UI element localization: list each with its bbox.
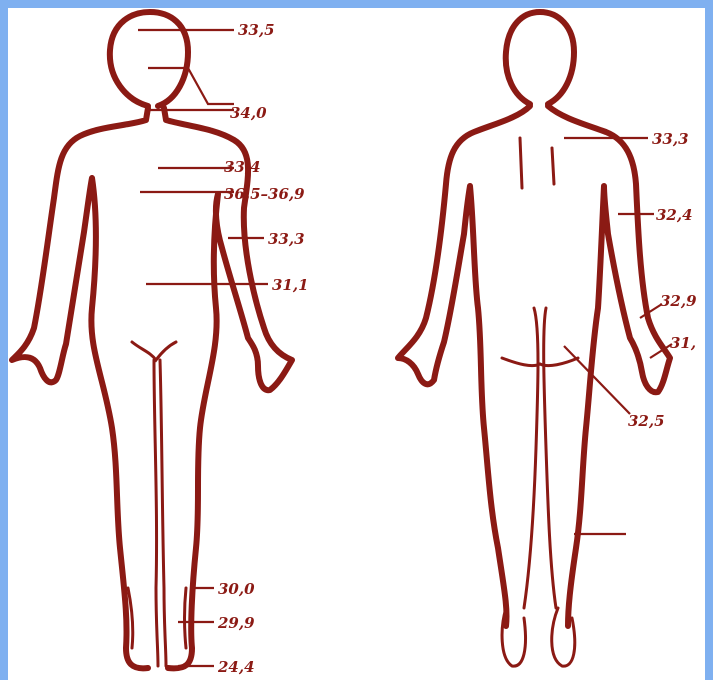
back-buttocks	[502, 358, 578, 366]
label-abdomen: 31,1	[272, 276, 309, 294]
label-chest: 33,4	[224, 158, 261, 176]
back-right-outline	[548, 106, 670, 626]
front-head	[110, 12, 188, 106]
front-inner-legs	[154, 360, 166, 666]
back-head	[506, 12, 574, 104]
back-figure: 33,3 32,4 32,9 31, 32,5	[398, 12, 697, 666]
label-shin: 30,0	[218, 580, 255, 598]
label-back-upper-arm: 32,4	[656, 206, 693, 224]
front-groin	[132, 342, 176, 360]
label-back-hand: 31,	[670, 334, 696, 352]
lead-cheek	[148, 68, 234, 104]
label-forehead: 33,5	[238, 21, 275, 39]
label-foot: 24,4	[217, 658, 255, 676]
label-back-shoulder: 33,3	[652, 130, 689, 148]
back-feet	[502, 608, 575, 666]
label-ankle: 29,9	[217, 614, 255, 632]
label-back-forearm: 32,9	[660, 292, 697, 310]
label-cheek: 34,0	[230, 104, 267, 122]
lead-back-buttock	[564, 346, 630, 414]
back-inner-legs	[524, 308, 556, 608]
back-left-outline	[398, 106, 530, 626]
label-side: 33,3	[268, 230, 305, 248]
body-temperature-diagram: 33,5 34,0 33,4 36,5–36,9 33,3 31,1 30,0 …	[8, 8, 705, 680]
front-figure: 33,5 34,0 33,4 36,5–36,9 33,3 31,1 30,0 …	[12, 12, 309, 676]
label-back-buttock: 32,5	[628, 412, 665, 430]
diagram-frame: 33,5 34,0 33,4 36,5–36,9 33,3 31,1 30,0 …	[8, 8, 705, 680]
front-left-outline	[12, 108, 148, 668]
label-sternum: 36,5–36,9	[224, 185, 305, 203]
back-spine	[520, 138, 554, 188]
